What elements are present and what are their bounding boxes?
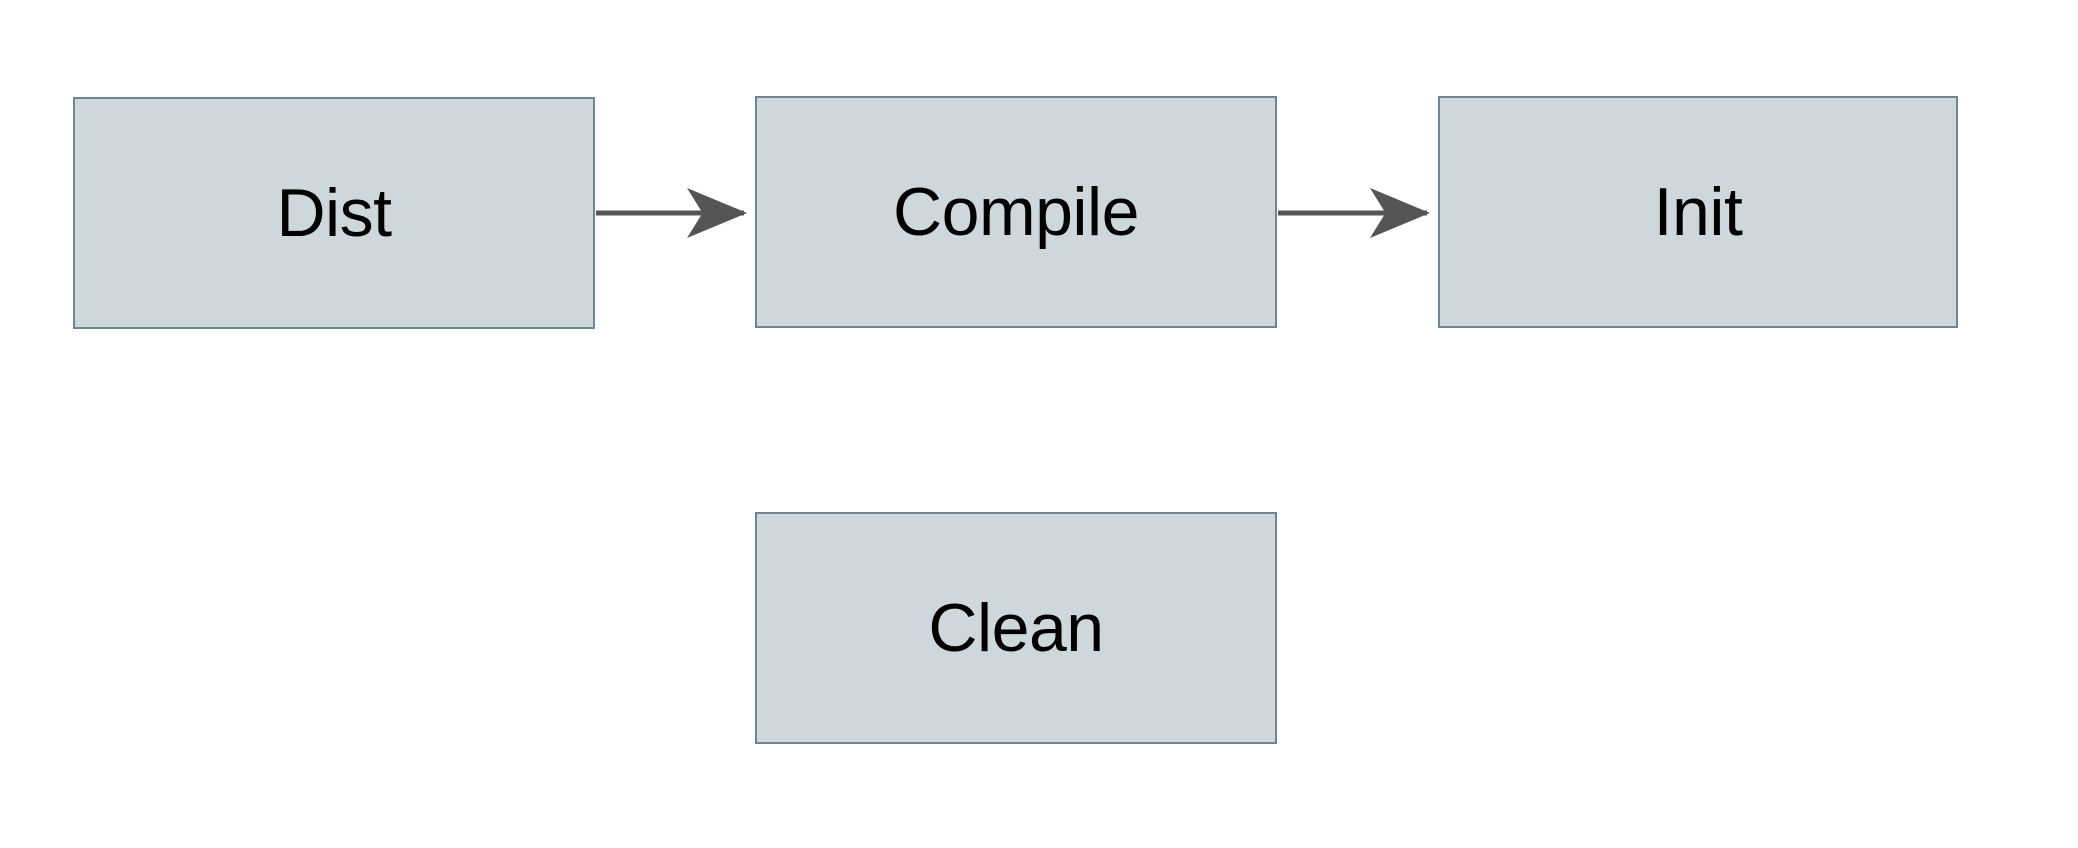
node-compile-label: Compile bbox=[893, 174, 1139, 250]
node-clean[interactable]: Clean bbox=[755, 512, 1277, 744]
node-dist-label: Dist bbox=[276, 175, 392, 251]
node-init-label: Init bbox=[1653, 174, 1743, 250]
node-clean-label: Clean bbox=[928, 590, 1104, 666]
node-compile[interactable]: Compile bbox=[755, 96, 1277, 328]
node-init[interactable]: Init bbox=[1438, 96, 1958, 328]
node-dist[interactable]: Dist bbox=[73, 97, 595, 329]
